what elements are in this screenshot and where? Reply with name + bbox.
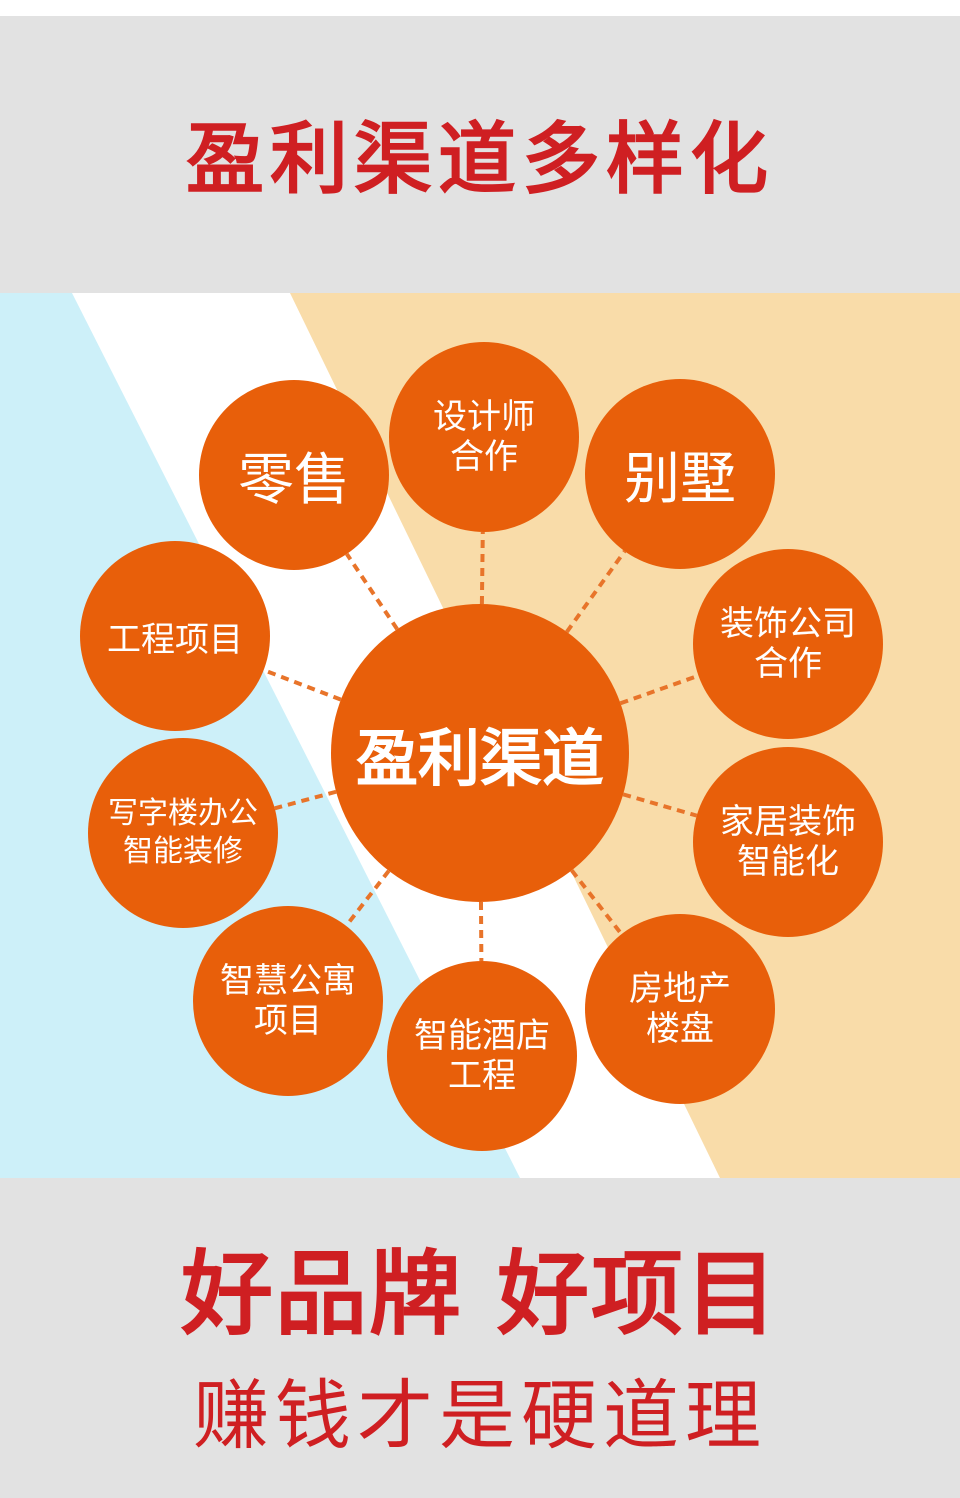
node-designer-cooperation: 设计师 合作 bbox=[389, 342, 579, 532]
node-label: 工程项目 bbox=[107, 619, 243, 660]
connector-lines bbox=[262, 531, 700, 962]
connector-line bbox=[274, 789, 337, 811]
node-label: 设计师 合作 bbox=[433, 397, 535, 477]
node-villa: 别墅 bbox=[585, 379, 775, 569]
node-label: 装饰公司 合作 bbox=[720, 604, 856, 684]
header-band bbox=[0, 16, 960, 293]
slogan-subline: 赚钱才是硬道理 bbox=[193, 1371, 767, 1460]
node-retail: 零售 bbox=[199, 380, 389, 570]
slogan-headline: 好品牌 好项目 bbox=[180, 1241, 780, 1348]
node-label: 智能酒店 工程 bbox=[414, 1016, 550, 1096]
node-label: 家居装饰 智能化 bbox=[720, 802, 856, 882]
node-office: 写字楼办公 智能装修 bbox=[88, 738, 278, 928]
center-circle: 盈利渠道 bbox=[331, 604, 629, 902]
connector-line bbox=[344, 869, 391, 928]
footer-band bbox=[0, 1178, 960, 1498]
diagram-area: 盈利渠道 设计师 合作 别墅 装饰公司 合作 家居装饰 智能化 房地产 楼盘 智… bbox=[0, 293, 960, 1178]
node-smart-hotel: 智能酒店 工程 bbox=[387, 961, 577, 1151]
connector-line bbox=[622, 792, 698, 818]
node-label: 房地产 楼盘 bbox=[629, 969, 731, 1049]
connector-line bbox=[565, 550, 627, 634]
page-title: 盈利渠道多样化 bbox=[185, 115, 774, 205]
node-label: 写字楼办公 智能装修 bbox=[108, 796, 258, 869]
node-label: 别墅 bbox=[624, 446, 736, 512]
background-left-panel bbox=[0, 293, 520, 1178]
connector-line bbox=[345, 552, 399, 631]
node-label: 零售 bbox=[238, 447, 350, 513]
connector-line bbox=[479, 531, 485, 605]
node-real-estate: 房地产 楼盘 bbox=[585, 914, 775, 1104]
node-engineering: 工程项目 bbox=[80, 541, 270, 731]
node-label: 智慧公寓 项目 bbox=[220, 961, 356, 1041]
node-decoration-company: 装饰公司 合作 bbox=[693, 549, 883, 739]
node-smart-home: 家居装饰 智能化 bbox=[693, 747, 883, 937]
center-label: 盈利渠道 bbox=[355, 722, 604, 795]
node-smart-apartment: 智慧公寓 项目 bbox=[193, 906, 383, 1096]
